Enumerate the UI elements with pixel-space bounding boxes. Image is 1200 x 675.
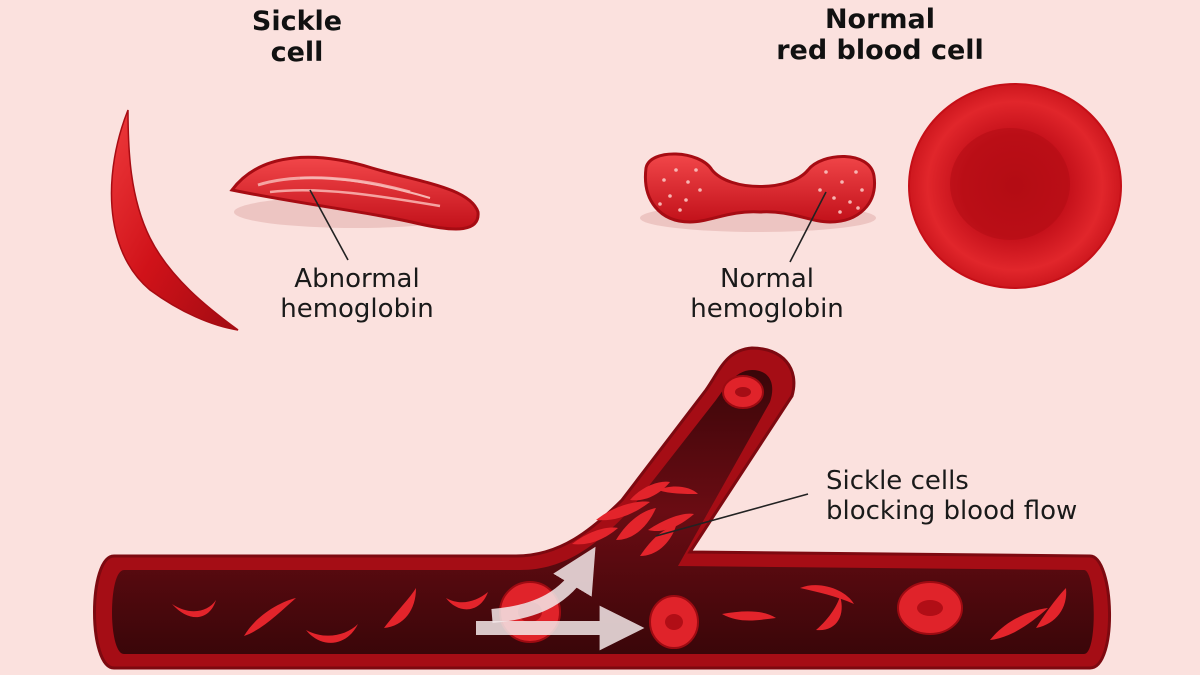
sickle-cell-cross-section	[229, 155, 480, 231]
normal-red-blood-cell-illustration	[908, 83, 1122, 289]
normal-cell-cross-section	[640, 152, 876, 232]
sickle-cells-in-vessel	[172, 481, 1067, 643]
sickle-cells-blocking-label: Sickle cells blocking blood flow	[826, 466, 1078, 526]
normal-red-blood-cell-title: Normal red blood cell	[776, 4, 984, 66]
abnormal-hemoglobin-label: Abnormal hemoglobin	[280, 264, 434, 324]
sickle-cell-title: Sickle cell	[251, 6, 343, 68]
blood-flow-arrows	[476, 546, 645, 651]
blocking-pointer	[655, 493, 809, 537]
normal-hemoglobin-label: Normal hemoglobin	[690, 264, 844, 324]
flow-arrow-up	[491, 546, 596, 623]
sickle-cell-illustration	[110, 109, 239, 331]
abnormal-hemoglobin-pointer	[309, 189, 349, 261]
normal-hemoglobin-pointer	[789, 191, 827, 263]
